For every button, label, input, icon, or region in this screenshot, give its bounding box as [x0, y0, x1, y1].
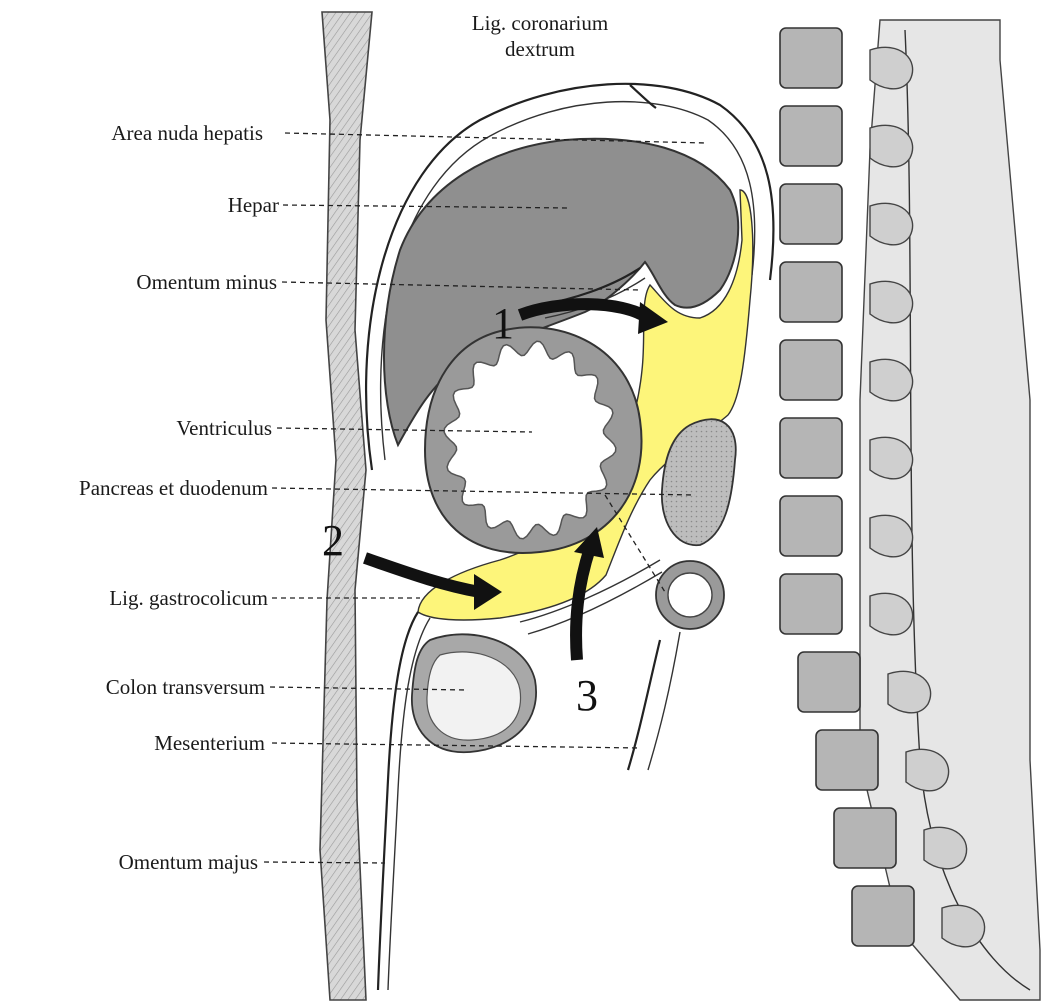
- vertebral-body: [780, 496, 842, 556]
- mesenterium-fold: [628, 640, 660, 770]
- label-mesenterium: Mesenterium: [154, 731, 265, 755]
- arrow-number-2: 2: [322, 516, 344, 565]
- vertebral-body: [780, 28, 842, 88]
- label-colon-transversum: Colon transversum: [106, 675, 265, 699]
- vertebral-body: [780, 106, 842, 166]
- vertebral-body: [780, 574, 842, 634]
- arrow-number-3: 3: [576, 671, 598, 720]
- coronary-ligament-fold: [630, 85, 656, 108]
- label-lig-gastrocolicum: Lig. gastrocolicum: [109, 586, 268, 610]
- vertebral-body: [798, 652, 860, 712]
- label-lig-coronarium-2: dextrum: [505, 37, 575, 61]
- vertebral-body: [852, 886, 914, 946]
- label-omentum-minus: Omentum minus: [136, 270, 277, 294]
- vertebral-body: [816, 730, 878, 790]
- vertebral-body: [834, 808, 896, 868]
- duodenum: [656, 561, 724, 629]
- label-omentum-majus: Omentum majus: [119, 850, 258, 874]
- vertebral-body: [780, 262, 842, 322]
- label-pancreas-et-duodenum: Pancreas et duodenum: [79, 476, 268, 500]
- vertebral-body: [780, 340, 842, 400]
- colon-transversum: [412, 634, 536, 752]
- arrow-number-1: 1: [492, 299, 514, 348]
- label-lig-coronarium: Lig. coronarium: [472, 11, 608, 35]
- label-ventriculus: Ventriculus: [176, 416, 272, 440]
- stomach: [425, 327, 642, 553]
- label-hepar: Hepar: [228, 193, 279, 217]
- vertebral-body: [780, 184, 842, 244]
- mesenterium-fold-2: [648, 632, 680, 770]
- vertebral-body: [780, 418, 842, 478]
- abdominal-wall: [320, 12, 372, 1000]
- label-area-nuda-hepatis: Area nuda hepatis: [111, 121, 263, 145]
